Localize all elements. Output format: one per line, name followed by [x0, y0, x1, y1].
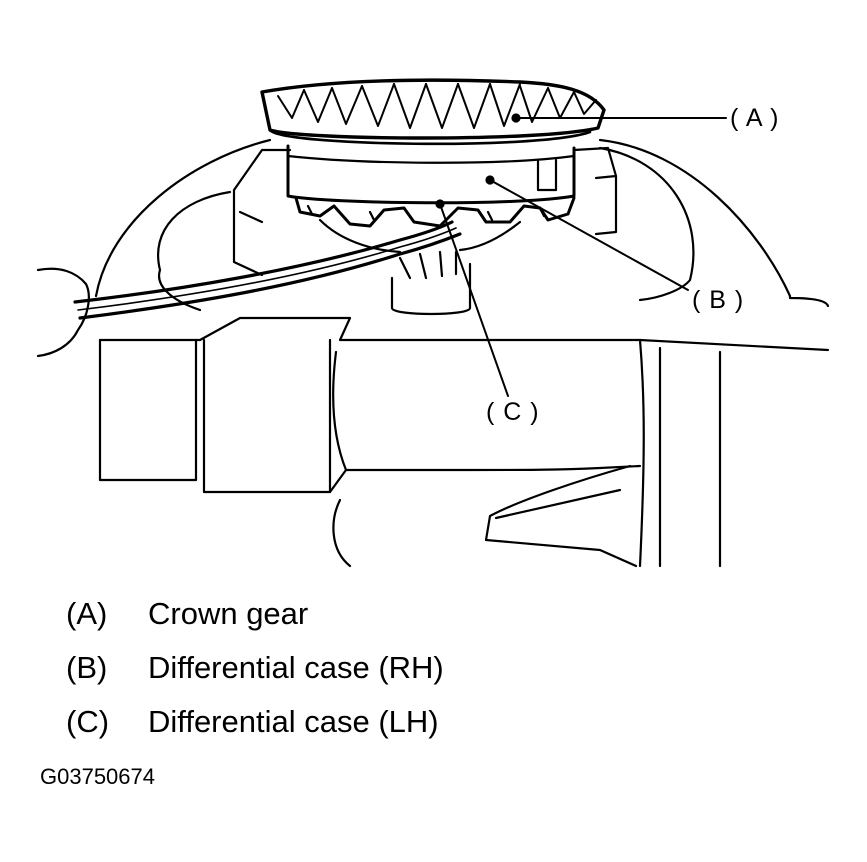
diff-case-lh-under — [318, 218, 522, 254]
legend-key: (B) — [66, 650, 108, 685]
pinion-stub — [390, 250, 472, 316]
leader-line-c — [439, 203, 509, 397]
crown-gear-outline — [260, 78, 606, 140]
diff-case-rh-boss — [536, 158, 558, 192]
diff-case-lh-bolts — [306, 204, 546, 222]
lower-casting-sweep — [332, 464, 638, 568]
leader-dot-b — [485, 175, 495, 185]
figure-code: G03750674 — [40, 764, 155, 789]
housing-right-wall — [572, 146, 618, 236]
lower-casting-top — [98, 316, 830, 352]
housing-right-bulge — [598, 146, 695, 302]
housing-outline — [94, 138, 830, 308]
legend-text: Differential case (RH) — [148, 650, 444, 685]
diff-case-rh-body — [286, 144, 576, 205]
legend-text: Crown gear — [148, 596, 309, 631]
differential-illustration — [36, 78, 830, 568]
diff-case-rh-band — [286, 154, 576, 164]
shaft-bar-outer — [73, 220, 462, 320]
legend-key: (A) — [66, 596, 108, 631]
housing-left-wall — [232, 148, 292, 277]
legend-text: Differential case (LH) — [148, 704, 439, 739]
leader-dot-a — [511, 113, 521, 123]
housing-left-bulge — [157, 190, 232, 312]
crown-gear-teeth — [277, 83, 597, 129]
legend-key: (C) — [66, 704, 110, 739]
crown-gear-rim — [268, 128, 592, 146]
shaft-bar-inner — [77, 227, 457, 311]
callout-a: ( A ) — [730, 104, 780, 132]
callout-b: ( B ) — [692, 286, 745, 314]
hand-outline — [36, 267, 90, 358]
leader-dot-c — [435, 199, 445, 209]
lower-casting-edge — [494, 488, 622, 520]
lower-casting-left-block — [98, 338, 332, 494]
leader-line-b — [489, 179, 689, 291]
lower-casting-face — [328, 350, 642, 494]
lower-casting-right — [638, 338, 722, 568]
callout-c: ( C ) — [486, 398, 540, 426]
